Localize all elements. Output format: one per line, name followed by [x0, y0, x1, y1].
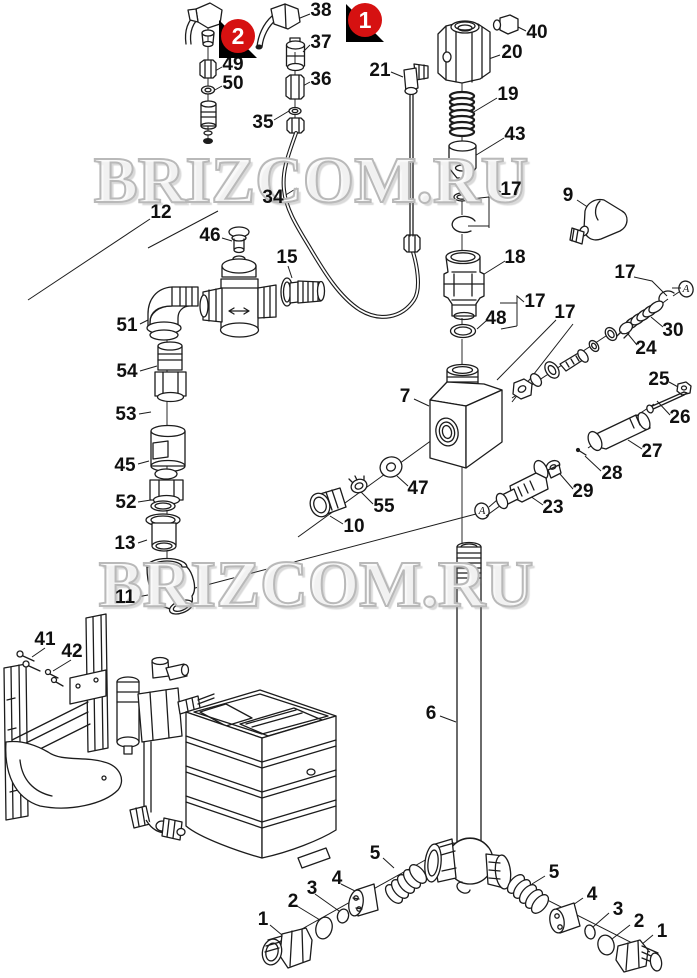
part-label-27: 27: [641, 441, 663, 462]
pin-28: [575, 447, 587, 456]
part-label-54: 54: [116, 361, 138, 382]
seat-13: [145, 513, 181, 552]
badge-number: 2: [221, 19, 255, 53]
assembly-badge-1: 1: [346, 3, 384, 42]
adapter-45: [149, 468, 184, 506]
badge-number: 1: [348, 3, 382, 37]
part-label-40: 40: [526, 22, 548, 43]
screws-42: [44, 668, 64, 687]
screws-41: [16, 650, 41, 672]
part-label-13: 13: [114, 533, 136, 554]
part-label-6: 6: [425, 703, 437, 724]
part-label-23: 23: [542, 497, 564, 518]
part-label-7: 7: [399, 386, 411, 407]
mounting-frame: [3, 613, 123, 821]
part-label-3: 3: [612, 899, 624, 920]
valve-block-right: [465, 389, 503, 469]
inlet-fittings: [309, 456, 403, 518]
part-label-2: 2: [287, 891, 299, 912]
part-label-41: 41: [34, 629, 56, 650]
part-label-26: 26: [669, 407, 691, 428]
control-valve-assembly: [116, 656, 215, 841]
part-label-5: 5: [369, 843, 381, 864]
detergent-tank: [185, 689, 337, 869]
part-label-9: 9: [562, 185, 574, 206]
part-label-21: 21: [369, 60, 391, 81]
part-label-55: 55: [373, 496, 395, 517]
bypass-valve-group: [145, 226, 326, 615]
part-label-47: 47: [407, 478, 429, 499]
nut-25: [676, 381, 692, 396]
part-label-51: 51: [116, 315, 138, 336]
part-label-36: 36: [310, 69, 332, 90]
part-label-48: 48: [485, 308, 507, 329]
part-label-46: 46: [199, 225, 221, 246]
circled-letter-A: A: [478, 505, 486, 517]
elbow-fitting-21: [403, 63, 429, 237]
part-label-49: 49: [222, 54, 244, 75]
spring-5-left: [384, 864, 428, 904]
part-label-25: 25: [648, 369, 670, 390]
part-label-28: 28: [601, 463, 623, 484]
grease-tube-9: [569, 198, 628, 245]
elbow-body-11: [146, 557, 196, 615]
spring-30: [624, 300, 664, 330]
spring-5-right: [506, 874, 550, 914]
part-label-52: 52: [115, 492, 137, 513]
needle-26: [646, 391, 688, 414]
part-label-11: 11: [114, 587, 136, 608]
part-label-12: 12: [150, 202, 172, 223]
part-label-15: 15: [276, 247, 298, 268]
part-label-18: 18: [504, 247, 526, 268]
part-label-1: 1: [257, 909, 269, 930]
filter-sleeve-53: [150, 424, 186, 473]
valve-seat-24: [615, 321, 634, 339]
part-label-20: 20: [501, 42, 523, 63]
part-label-4: 4: [586, 884, 598, 905]
part-label-35: 35: [252, 112, 274, 133]
part-label-19: 19: [497, 84, 519, 105]
spray-lance-right: [255, 3, 421, 319]
part-label-24: 24: [635, 338, 657, 359]
part-label-30: 30: [662, 320, 684, 341]
unloader-body-23: [474, 459, 549, 520]
part-label-2: 2: [633, 911, 645, 932]
assembly-badge-2: 2: [219, 19, 257, 58]
part-label-37: 37: [310, 32, 332, 53]
coupler-54: [154, 341, 187, 403]
part-label-4: 4: [331, 868, 343, 889]
part-label-17: 17: [524, 291, 546, 312]
nozzle-kit-left: [261, 864, 428, 969]
part-label-42: 42: [61, 641, 83, 662]
part-label-34: 34: [262, 187, 284, 208]
part-label-17: 17: [554, 302, 576, 323]
part-label-38: 38: [310, 0, 332, 21]
spring-19: [448, 90, 476, 138]
part-label-17: 17: [500, 179, 522, 200]
spray-lance-left: [184, 2, 223, 144]
hose-barb-15: [280, 277, 326, 307]
part-label-3: 3: [306, 878, 318, 899]
plunger-27: [587, 411, 651, 452]
part-label-10: 10: [343, 516, 365, 537]
part-label-43: 43: [504, 124, 526, 145]
part-label-1: 1: [656, 921, 668, 942]
lance-tube-6: [424, 541, 512, 894]
elbow-51: [146, 286, 199, 341]
part-label-29: 29: [572, 481, 594, 502]
circled-letter-A: A: [682, 283, 690, 295]
outlet-elbows: [129, 805, 186, 841]
part-label-50: 50: [222, 73, 244, 94]
part-label-45: 45: [114, 455, 136, 476]
part-label-17: 17: [614, 262, 636, 283]
part-label-5: 5: [548, 862, 560, 883]
seal-kit-17-diagonal: [512, 326, 618, 400]
nozzle-kit-right: [506, 874, 663, 973]
cylinder-head-stack: [429, 14, 519, 469]
part-label-53: 53: [115, 404, 137, 425]
